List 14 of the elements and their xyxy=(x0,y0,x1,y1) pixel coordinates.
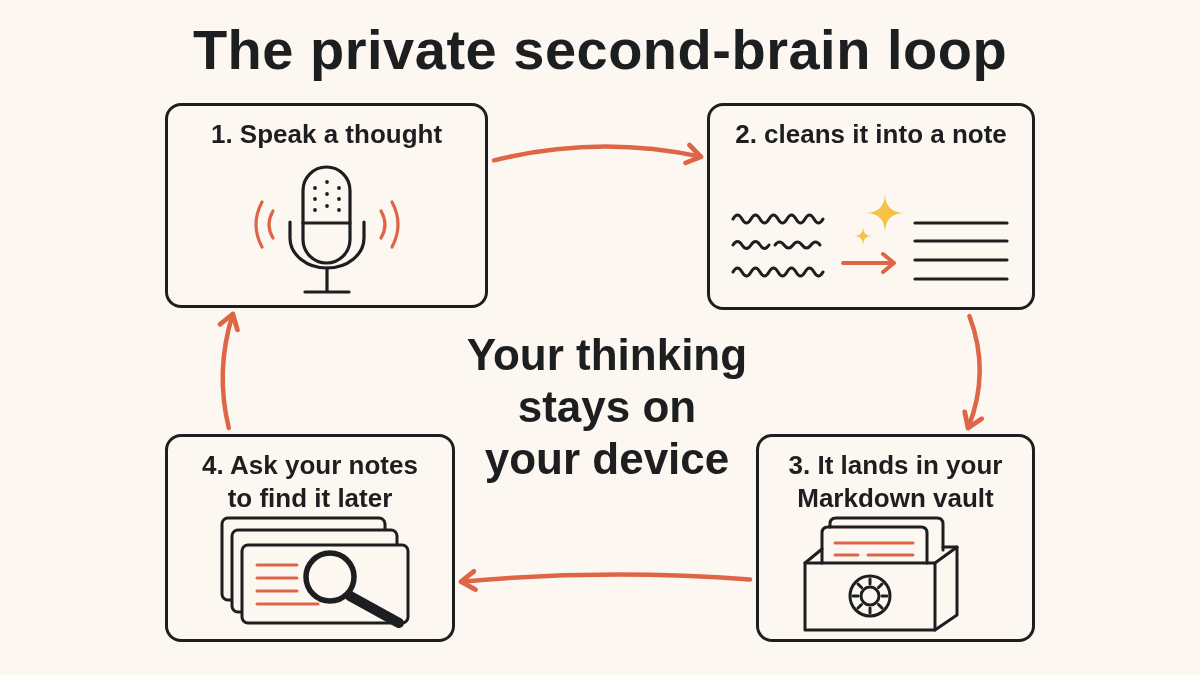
step-title: 3. It lands in your Markdown vault xyxy=(787,449,1004,514)
step-title: 2. cleans it into a note xyxy=(735,118,1007,151)
arrow xyxy=(491,142,704,166)
step-card xyxy=(165,103,488,308)
step-card xyxy=(165,434,455,642)
arrow xyxy=(217,311,241,431)
arrow xyxy=(458,569,753,593)
step-title: 4. Ask your notes to find it later xyxy=(201,449,419,514)
diagram-title: The private second-brain loop xyxy=(192,18,1008,82)
step-title: 1. Speak a thought xyxy=(210,118,443,151)
step-card xyxy=(707,103,1035,310)
step-card xyxy=(756,434,1035,642)
arrow xyxy=(961,313,984,431)
center-statement: Your thinking stays on your device xyxy=(465,329,749,485)
